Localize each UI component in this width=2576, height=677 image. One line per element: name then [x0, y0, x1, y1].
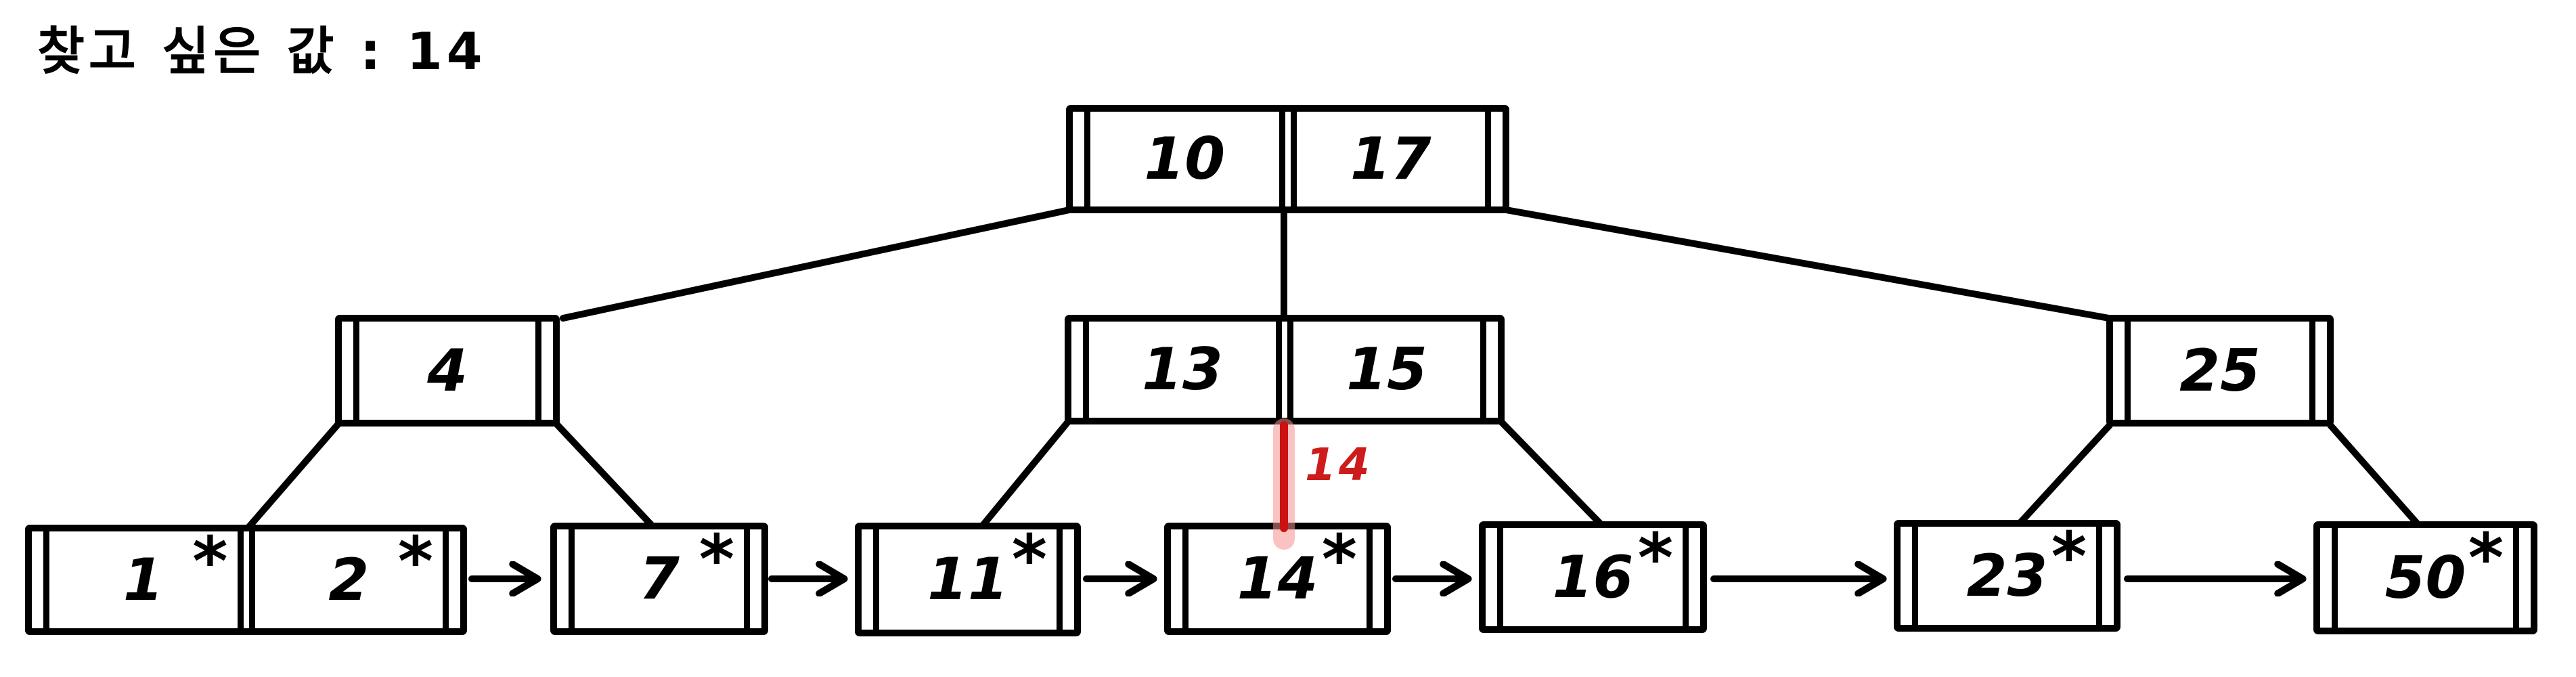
edge-node25-to-leaf23 [2017, 422, 2113, 526]
page-title: 찾고 싶은 값 : 14 [37, 21, 487, 81]
pointer-slot [1279, 112, 1297, 206]
internal-key-cell: 25 [2131, 322, 2309, 420]
leaf-key-cell: 11 * [879, 520, 1057, 630]
leaf-key: 1 [123, 546, 164, 614]
pointer-slot [1073, 112, 1090, 206]
edge-root-to-node25 [1503, 206, 2112, 322]
record-pointer-star: * [698, 520, 734, 599]
pointer-slot [1071, 322, 1089, 418]
internal-key-cell: 4 [359, 322, 535, 420]
search-value-annotation: 14 [1305, 439, 1373, 491]
leaf-key: 2 [328, 546, 370, 614]
pointer-slot [1480, 322, 1498, 418]
leaf-node-7: 7 * [550, 523, 768, 635]
pointer-slot [744, 529, 761, 628]
leaf-key-cell: 14 * [1189, 520, 1367, 628]
edge-node4-to-leaf7 [553, 420, 655, 529]
internal-key: 4 [427, 336, 468, 405]
pointer-slot [32, 531, 49, 628]
root-key: 10 [1144, 125, 1226, 193]
edge-node25-to-leaf50 [2327, 422, 2421, 527]
leaf-node-16: 16 * [1479, 521, 1707, 633]
root-node: 10 17 [1066, 105, 1509, 213]
pointer-slot [443, 531, 460, 628]
leaf-node-1-2: 1 * 2 * [25, 525, 467, 635]
root-key-cell: 10 [1090, 112, 1279, 206]
internal-node-25: 25 [2106, 315, 2334, 427]
pointer-slot [1485, 112, 1503, 206]
leaf-node-23: 23 * [1894, 520, 2120, 632]
internal-key-cell: 15 [1293, 322, 1480, 418]
leaf-key: 11 [927, 546, 1008, 613]
pointer-slot [1683, 528, 1700, 626]
leaf-node-14: 14 * [1164, 523, 1391, 635]
edge-node4-to-leaf1-2 [246, 420, 342, 530]
record-pointer-star: * [397, 522, 433, 601]
record-pointer-star: * [2051, 517, 2087, 596]
root-key: 17 [1350, 125, 1431, 193]
pointer-slot [2113, 322, 2131, 420]
pointer-slot [2096, 527, 2114, 625]
pointer-slot [342, 322, 359, 420]
leaf-key: 50 [2384, 544, 2466, 612]
leaf-key-cell: 50 * [2338, 519, 2513, 628]
record-pointer-star: * [1321, 520, 1357, 599]
internal-node-4: 4 [335, 315, 560, 427]
record-pointer-star: * [192, 522, 228, 601]
pointer-slot [2513, 528, 2531, 628]
internal-node-13-15: 13 15 [1065, 315, 1505, 424]
leaf-key: 14 [1237, 545, 1318, 613]
pointer-slot [862, 529, 879, 630]
edge-root-to-node4 [560, 206, 1073, 322]
record-pointer-star: * [1011, 520, 1047, 599]
root-key-cell: 17 [1297, 112, 1486, 206]
pointer-slot [1901, 527, 1918, 625]
pointer-slot [2320, 528, 2338, 628]
record-pointer-star: * [1637, 519, 1673, 598]
leaf-key-cell: 7 * [575, 520, 744, 628]
pointer-slot [535, 322, 553, 420]
record-pointer-star: * [2468, 519, 2504, 598]
leaf-key-cell: 23 * [1918, 517, 2096, 625]
edge-node13-to-leaf11 [979, 418, 1071, 529]
internal-key-cell: 13 [1089, 322, 1276, 418]
pointer-slot [1367, 529, 1384, 628]
pointer-slot [1057, 529, 1074, 630]
leaf-key: 7 [639, 545, 680, 613]
pointer-slot [237, 531, 255, 628]
pointer-slot [557, 529, 575, 628]
leaf-node-50: 50 * [2313, 521, 2537, 634]
pointer-slot [1171, 529, 1189, 628]
leaf-key-cell: 2 * [255, 522, 443, 628]
internal-key: 13 [1142, 336, 1223, 403]
leaf-node-11: 11 * [855, 523, 1081, 636]
pointer-slot [2309, 322, 2327, 420]
internal-key: 15 [1346, 336, 1427, 403]
pointer-slot [1486, 528, 1503, 626]
leaf-key: 23 [1966, 542, 2048, 610]
pointer-slot [1276, 322, 1293, 418]
edge-node15-to-leaf16 [1498, 418, 1604, 527]
leaf-key-cell: 1 * [49, 522, 238, 628]
internal-key: 25 [2179, 336, 2261, 405]
leaf-key-cell: 16 * [1503, 519, 1683, 626]
leaf-key: 16 [1552, 543, 1634, 611]
